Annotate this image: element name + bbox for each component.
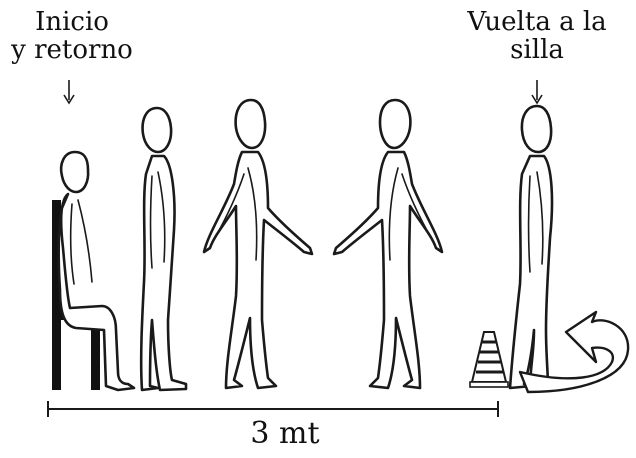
distance-scale [48, 401, 498, 417]
start-down-arrow-icon [64, 80, 74, 103]
walking-figure-left [334, 100, 442, 388]
standing-figure [141, 108, 186, 390]
turn-down-arrow-icon [532, 80, 542, 103]
turning-figure [510, 106, 552, 388]
walking-figure-right [204, 100, 312, 388]
traffic-cone-icon [470, 332, 508, 387]
